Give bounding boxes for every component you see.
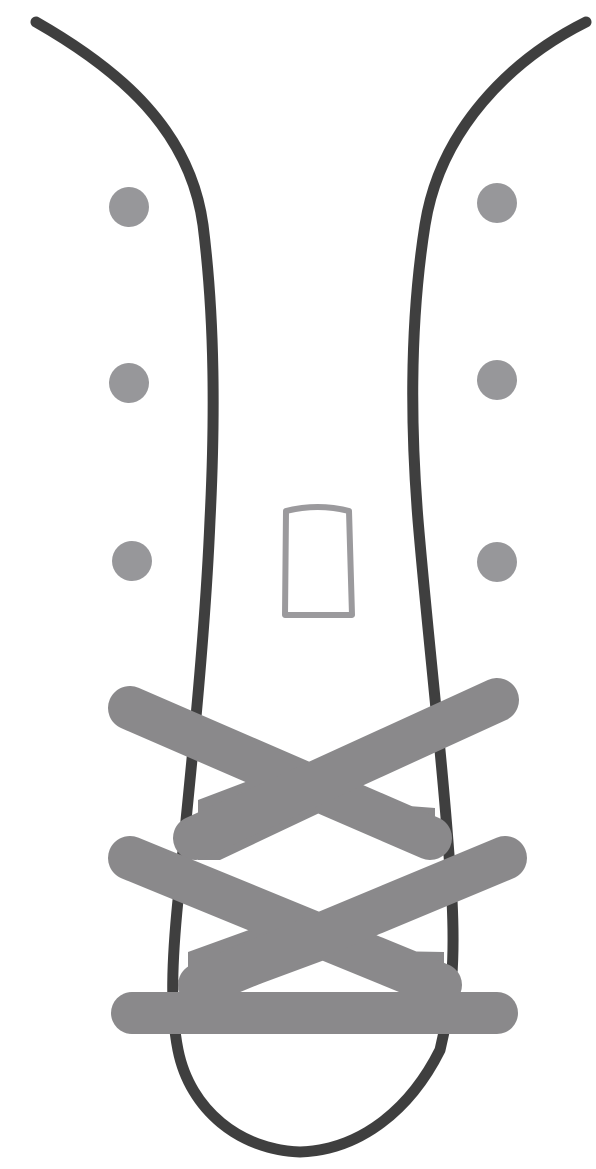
eyelet-right-1-icon [477,183,517,223]
eyelet-left-2-icon [109,363,149,403]
eyelet-right-3-icon [477,542,517,582]
eyelet-right-2-icon [477,360,517,400]
eyelet-left-3-icon [112,541,152,581]
tongue-tag-icon [285,507,352,615]
eyelet-left-1-icon [109,187,149,227]
